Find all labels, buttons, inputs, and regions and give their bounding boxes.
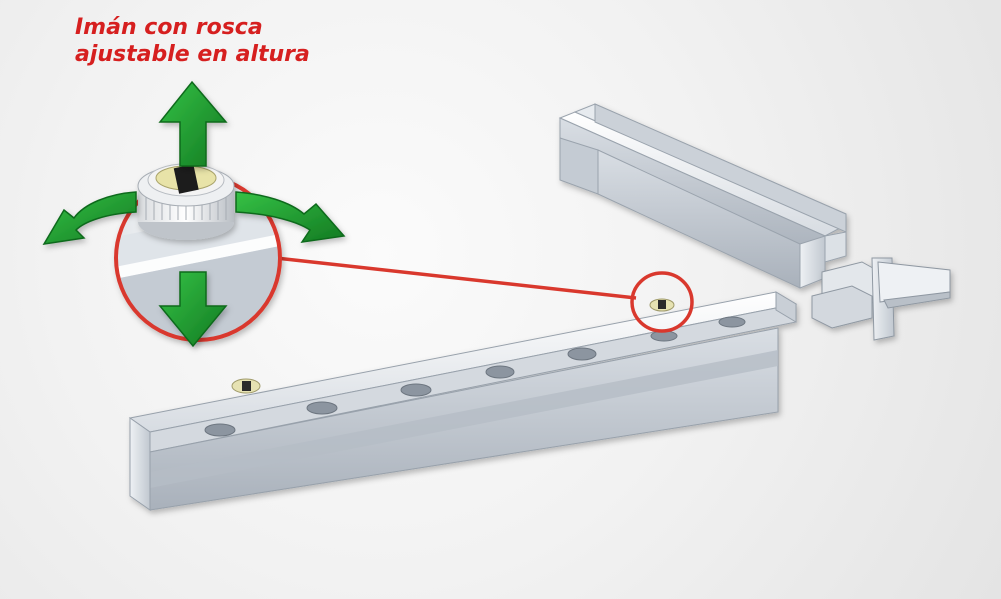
rail-hole — [567, 347, 597, 361]
adjustable-magnet-screw — [137, 163, 235, 240]
rail-hole — [718, 316, 746, 328]
caption-line-1: Imán con rosca — [75, 15, 263, 40]
diagram-caption: Imán con rosca ajustable en altura — [75, 14, 365, 68]
rail-hole — [485, 365, 515, 379]
rail-hole — [204, 423, 236, 437]
channel-profile-top — [558, 103, 847, 289]
down-arrow-icon — [158, 271, 228, 348]
rotate-left-arrow-icon — [42, 191, 137, 245]
rail-hole — [306, 401, 338, 415]
front-rail — [128, 291, 798, 511]
caption-line-2: ajustable en altura — [75, 42, 310, 67]
connector-clip — [811, 257, 951, 341]
up-arrow-icon — [158, 80, 228, 167]
magnet-icon — [231, 298, 675, 394]
rail-holes — [204, 316, 746, 437]
rail-hole — [400, 383, 432, 397]
rotate-right-arrow-icon — [235, 191, 346, 243]
callout-indicator — [275, 256, 694, 333]
